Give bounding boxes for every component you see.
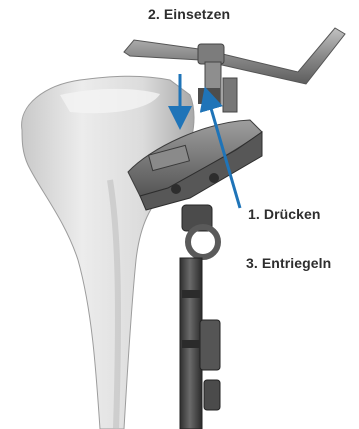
tibia-bone [22,76,194,429]
step-3-label: 3. Entriegeln [246,255,331,271]
handle-post [198,62,237,112]
alignment-rod [180,205,220,429]
step-2-label: 2. Einsetzen [148,6,230,22]
step-1-label: 1. Drücken [248,206,321,222]
insertion-handle [124,28,345,84]
